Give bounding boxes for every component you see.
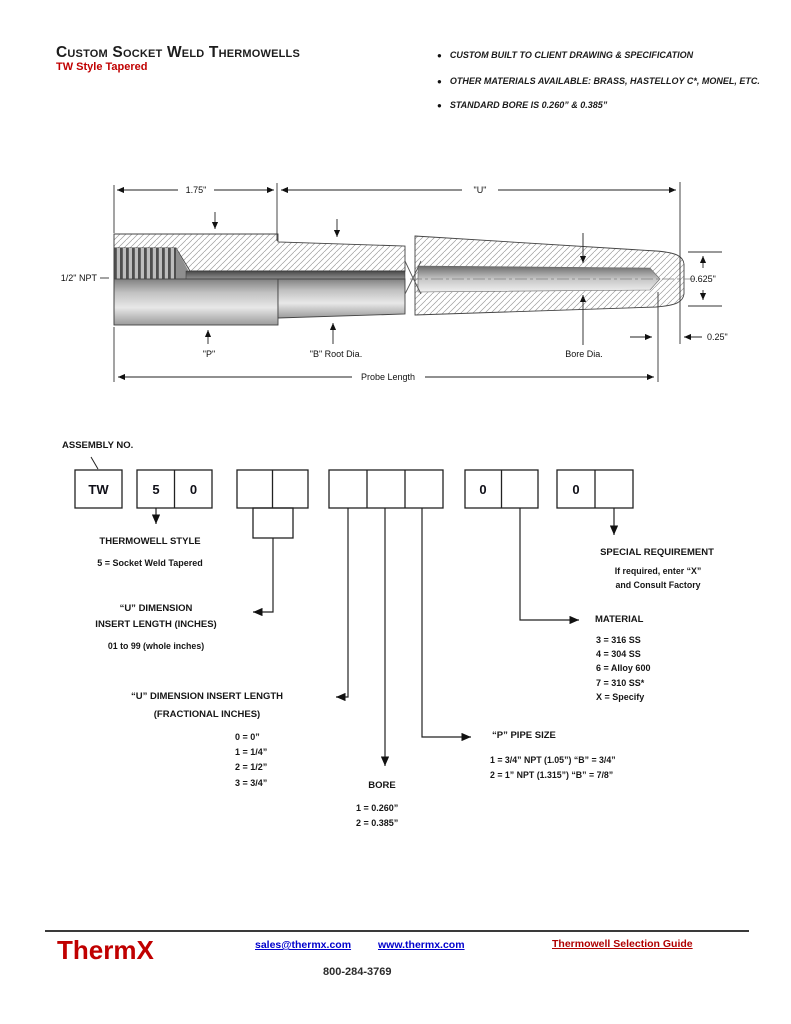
assembly-number-tree: TW 5 0 0 0	[74, 456, 634, 766]
dim-025-label: 0.25"	[707, 332, 728, 342]
dim-u-label: "U"	[474, 185, 487, 195]
probe-length-label: Probe Length	[361, 372, 415, 382]
phone-number: 800-284-3769	[323, 966, 392, 978]
u-frac-title: “U” DIMENSION INSERT LENGTH (FRACTIONAL …	[131, 688, 283, 724]
material-option: 6 = Alloy 600	[596, 663, 651, 674]
dim-0625-label: 0.625"	[690, 274, 716, 284]
special-note-line1: If required, enter “X”	[614, 566, 702, 576]
assembly-pointer-line	[90, 456, 99, 470]
code-value-special: 0	[572, 482, 579, 497]
npt-threads	[114, 248, 176, 279]
material-options: 3 = 316 SS 4 = 304 SS 6 = Alloy 600 7 = …	[596, 633, 650, 704]
code-box-u-frac-bore-pipe	[328, 469, 444, 509]
dim-175-label: 1.75"	[186, 185, 207, 195]
thermowell-drawing: 1.75" "U" 1/2" NPT "P" "B" Root Dia. Bor…	[61, 182, 728, 382]
u-frac-title-line1: “U” DIMENSION INSERT LENGTH	[130, 691, 284, 702]
u-frac-title-line2: (FRACTIONAL INCHES)	[153, 709, 261, 720]
special-note-line2: and Consult Factory	[615, 579, 701, 590]
break-mark	[404, 260, 414, 295]
code-connectors	[151, 508, 619, 766]
u-whole-note: 01 to 99 (whole inches)	[107, 641, 205, 651]
thermowell-body-section	[113, 233, 697, 326]
code-value-prefix: TW	[88, 482, 109, 497]
npt-label: 1/2" NPT	[61, 273, 98, 283]
bullet-text: STANDARD BORE IS 0.260” & 0.385”	[449, 100, 608, 110]
material-option: 7 = 310 SS*	[596, 677, 645, 688]
bullet-icon: ●	[437, 51, 442, 60]
material-option: 3 = 316 SS	[596, 635, 641, 645]
bullet-icon: ●	[437, 101, 442, 110]
page-title: Custom Socket Weld Thermowells	[56, 44, 301, 61]
extension-lines	[100, 182, 722, 382]
selection-guide-link[interactable]: Thermowell Selection Guide	[552, 938, 693, 950]
special-requirement-note: If required, enter “X” and Consult Facto…	[615, 565, 702, 592]
material-option: X = Specify	[596, 691, 645, 702]
bullet-item: ● CUSTOM BUILT TO CLIENT DRAWING & SPECI…	[437, 50, 767, 61]
code-boxes	[74, 469, 634, 539]
pipe-size-option: 1 = 3/4” NPT (1.05”) “B” = 3/4”	[490, 755, 616, 765]
u-frac-option: 2 = 1/2”	[235, 762, 268, 773]
bullet-text: CUSTOM BUILT TO CLIENT DRAWING & SPECIFI…	[449, 50, 694, 60]
footer-divider	[45, 930, 749, 932]
bore-options: 1 = 0.260” 2 = 0.385”	[356, 801, 398, 831]
u-frac-option: 0 = 0”	[235, 732, 260, 742]
special-requirement-title: SPECIAL REQUIREMENT	[600, 547, 714, 558]
p-label: "P"	[203, 349, 215, 359]
u-whole-title-line2: INSERT LENGTH (INCHES)	[95, 619, 217, 630]
u-frac-options: 0 = 0” 1 = 1/4” 2 = 1/2” 3 = 3/4”	[235, 730, 267, 791]
dimension-arrows	[117, 186, 707, 381]
page-subtitle: TW Style Tapered	[56, 61, 148, 73]
u-frac-option: 1 = 1/4”	[235, 747, 268, 758]
u-frac-option: 3 = 3/4”	[235, 777, 268, 788]
pipe-size-option: 2 = 1” NPT (1.315”) “B” = 7/8”	[490, 770, 614, 780]
pipe-size-title: “P” PIPE SIZE	[492, 730, 556, 741]
code-box-prefix	[74, 469, 123, 509]
pipe-size-options: 1 = 3/4” NPT (1.05”) “B” = 3/4” 2 = 1” N…	[490, 753, 616, 783]
code-subbox-u	[252, 507, 294, 539]
bullet-text: OTHER MATERIALS AVAILABLE: BRASS, HASTEL…	[449, 76, 760, 86]
material-option: 4 = 304 SS	[596, 649, 641, 660]
bore-option: 1 = 0.260”	[356, 803, 399, 813]
break-mark	[412, 260, 422, 295]
bore-dia-label: Bore Dia.	[565, 349, 603, 359]
u-whole-title: “U” DIMENSION INSERT LENGTH (INCHES)	[95, 601, 216, 633]
bullet-item: ● STANDARD BORE IS 0.260” & 0.385”	[437, 100, 767, 111]
style-option: 5 = Socket Weld Tapered	[97, 558, 203, 568]
b-root-dia-label: "B" Root Dia.	[310, 349, 362, 359]
code-value-style1: 5	[152, 482, 159, 497]
website-link[interactable]: www.thermx.com	[378, 939, 465, 951]
thermx-logo: ThermX	[57, 935, 154, 965]
bore-title: BORE	[368, 780, 396, 791]
material-title: MATERIAL	[595, 614, 644, 625]
assembly-no-label: ASSEMBLY NO.	[62, 440, 134, 451]
u-whole-title-line1: “U” DIMENSION	[119, 603, 193, 614]
style-title: THERMOWELL STYLE	[99, 536, 201, 547]
bullet-icon: ●	[437, 77, 442, 86]
email-link[interactable]: sales@thermx.com	[255, 939, 352, 951]
code-value-style2: 0	[190, 482, 197, 497]
bore-option: 2 = 0.385”	[356, 818, 399, 829]
bullet-item: ● OTHER MATERIALS AVAILABLE: BRASS, HAST…	[437, 76, 767, 87]
code-value-material: 0	[479, 482, 486, 497]
